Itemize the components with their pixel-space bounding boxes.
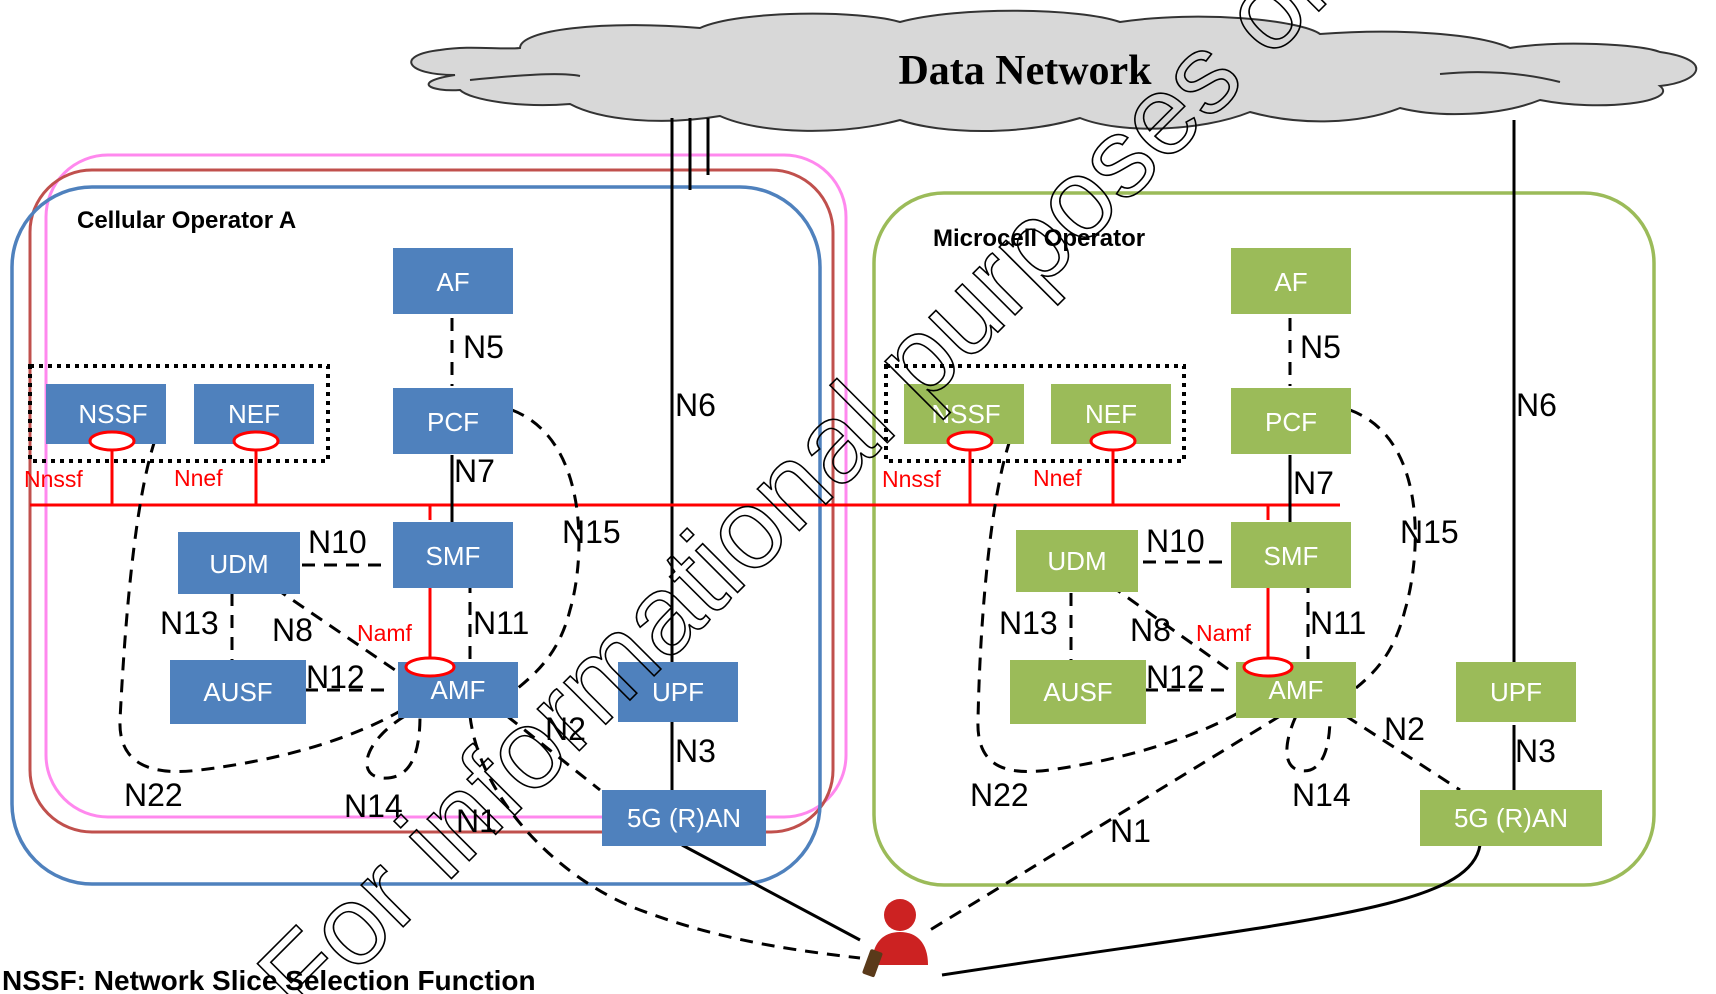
namf-label-m: Namf [1196, 620, 1252, 646]
n22-label-m: N22 [970, 777, 1029, 813]
n8-label-m: N8 [1130, 612, 1171, 648]
n14-label-m: N14 [1292, 777, 1351, 813]
nssf-label-m: NSSF [931, 399, 1000, 429]
smf-label-a: SMF [426, 541, 481, 571]
udm-box-m[interactable] [1016, 530, 1138, 592]
ausf-box-a[interactable] [170, 660, 306, 724]
smf-box-m[interactable] [1231, 522, 1351, 588]
af-label-a: AF [436, 267, 469, 297]
microcell-diagram: AF PCF SMF UDM AUSF AMF UPF 5G (R)AN NSS… [882, 248, 1602, 977]
n11-label-a: N11 [473, 605, 529, 641]
af-box-a[interactable] [393, 248, 513, 314]
nnssf-label-m: Nnssf [882, 466, 941, 492]
ran-label-a: 5G (R)AN [627, 803, 741, 833]
n22-label-a: N22 [124, 777, 183, 813]
n1-label-m: N1 [1110, 813, 1151, 849]
cloud-title: Data Network [898, 48, 1152, 94]
operator-a-frame [10, 185, 822, 886]
n3-label-a: N3 [675, 733, 716, 769]
upf-box-a[interactable] [618, 662, 738, 722]
ausf-label-m: AUSF [1043, 677, 1112, 707]
nssf-nef-group [28, 364, 330, 463]
ausf-label-a: AUSF [203, 677, 272, 707]
smf-box-a[interactable] [393, 522, 513, 588]
pcf-box-a[interactable] [393, 388, 513, 454]
udm-label-m: UDM [1047, 546, 1106, 576]
microcell-frame [872, 191, 1656, 887]
nef-label-a: NEF [228, 399, 280, 429]
n10-label-a: N10 [308, 524, 367, 560]
n13-label-m: N13 [999, 605, 1058, 641]
n2-label-m: N2 [1384, 711, 1425, 747]
nnef-label-m: Nnef [1033, 465, 1082, 491]
data-network-cloud: Data Network [410, 9, 1697, 132]
n5-label-a: N5 [463, 329, 504, 365]
nnssf-label-a: Nnssf [24, 466, 83, 492]
ausf-box-m[interactable] [1010, 660, 1146, 724]
af-label-m: AF [1274, 267, 1307, 297]
user-with-phone-icon [862, 899, 928, 978]
n14-label-a: N14 [344, 788, 403, 824]
n12-label-a: N12 [306, 659, 365, 695]
n10-label-m: N10 [1146, 523, 1205, 559]
ran-box-m[interactable] [1420, 790, 1602, 846]
namf-label-a: Namf [357, 620, 413, 646]
watermark: For informational purposes only [234, 0, 1432, 994]
smf-label-m: SMF [1264, 541, 1319, 571]
slice-frame-pink [44, 153, 848, 819]
n7-label-a: N7 [454, 453, 495, 489]
pcf-label-a: PCF [427, 407, 479, 437]
footnote: NSSF: Network Slice Selection Function [2, 965, 536, 994]
pcf-label-m: PCF [1265, 407, 1317, 437]
n2-label-a: N2 [545, 711, 586, 747]
nssf-label-a: NSSF [78, 399, 147, 429]
af-box-m[interactable] [1231, 248, 1351, 314]
cloud-icon [410, 9, 1697, 132]
amf-label-m: AMF [1269, 675, 1324, 705]
n8-label-a: N8 [272, 612, 313, 648]
n12-label-m: N12 [1146, 659, 1205, 695]
nef-label-m: NEF [1085, 399, 1137, 429]
microcell-title: Microcell Operator [933, 225, 1145, 252]
n15-label-m: N15 [1400, 514, 1459, 550]
amf-label-a: AMF [431, 675, 486, 705]
pcf-box-m[interactable] [1231, 388, 1351, 454]
ran-label-m: 5G (R)AN [1454, 803, 1568, 833]
ran-box-a[interactable] [602, 790, 766, 846]
n13-label-a: N13 [160, 605, 219, 641]
nssf-nef-group-m [884, 364, 1186, 463]
n1-label-a: N1 [456, 803, 497, 839]
nnef-label-a: Nnef [174, 465, 223, 491]
n3-label-m: N3 [1515, 733, 1556, 769]
n15-label-a: N15 [562, 514, 621, 550]
n5-label-m: N5 [1300, 329, 1341, 365]
slice-frame-brown [28, 168, 835, 834]
operator-a-title: Cellular Operator A [77, 207, 296, 234]
upf-label-m: UPF [1490, 677, 1542, 707]
upf-box-m[interactable] [1456, 662, 1576, 722]
n11-label-m: N11 [1310, 605, 1366, 641]
n6-label-a: N6 [675, 387, 716, 423]
n6-label-m: N6 [1516, 387, 1557, 423]
udm-box-a[interactable] [178, 532, 300, 594]
n7-label-m: N7 [1293, 465, 1334, 501]
udm-label-a: UDM [209, 549, 268, 579]
operator-a-diagram: AF PCF SMF UDM AUSF AMF UPF 5G (R)AN NSS… [24, 248, 861, 960]
upf-label-a: UPF [652, 677, 704, 707]
